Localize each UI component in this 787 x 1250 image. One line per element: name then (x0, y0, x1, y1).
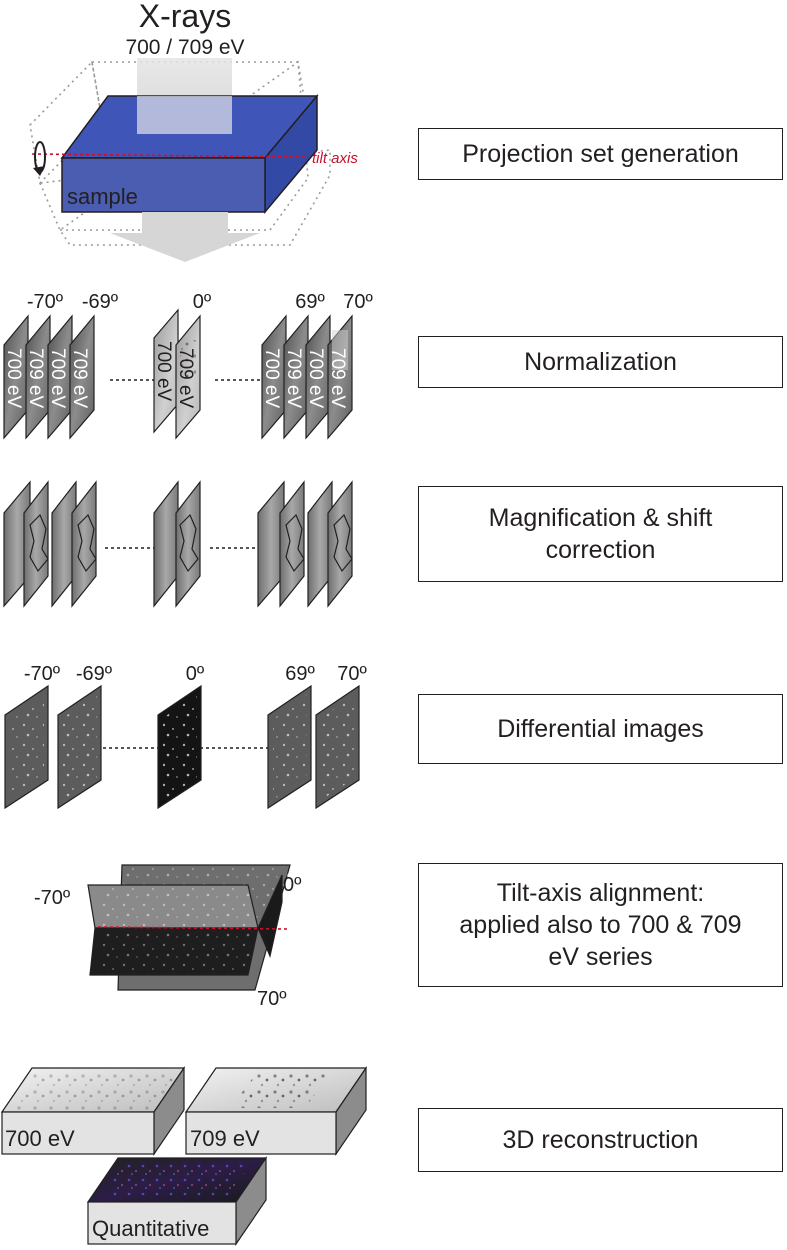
magnification-stack (3, 480, 353, 608)
plate-energy-label: 709 eV (283, 348, 304, 409)
differential-plate (315, 684, 360, 810)
aligned-plate (327, 480, 353, 608)
angle-label: -70º (27, 291, 64, 313)
differential-plate (267, 684, 312, 810)
feature-outline (77, 513, 97, 573)
aligned-plate (23, 480, 49, 608)
tilt-axis-line (97, 926, 288, 930)
xrays-title: X-rays (139, 0, 231, 34)
volume-709-front (185, 1111, 337, 1155)
plate-energy-label: 700 eV (47, 348, 68, 409)
differential-plate (57, 684, 102, 810)
aligned-plate (153, 480, 179, 608)
tilt-angle-label: -70º (34, 887, 71, 909)
tilt-alignment: -70º 0º 70º (34, 864, 302, 1010)
plate-energy-label: 709 eV (327, 348, 348, 409)
differential-stack: -70º -69º 0º 69º 70º (4, 663, 367, 810)
step-box-tilt-alignment: Tilt-axis alignment: applied also to 700… (418, 863, 783, 987)
feature-outline (179, 513, 199, 573)
aligned-plate (175, 480, 201, 608)
plate-energy-label: 709 eV (69, 348, 90, 409)
plate-energy-label: 700 eV (305, 348, 326, 409)
plate-energy-label: 709 eV (25, 348, 46, 409)
step-box-reconstruction: 3D reconstruction (418, 1108, 783, 1172)
differential-plate (157, 684, 202, 810)
beam-overlay (137, 96, 232, 134)
tilt-angle-label: 70º (257, 988, 287, 1010)
projection-plate-left-1: 700 eV (3, 314, 29, 440)
aligned-plate (279, 480, 305, 608)
angle-label: 0º (193, 291, 212, 313)
projection-plate-center-2: 709 eV (175, 314, 201, 440)
step-box-normalization: Normalization (418, 336, 783, 388)
tilt-axis-label: tilt axis (312, 150, 358, 167)
volume-700-front (1, 1111, 155, 1155)
step-box-magnification: Magnification & shift correction (418, 486, 783, 582)
step-box-differential: Differential images (418, 694, 783, 764)
step-box-projection: Projection set generation (418, 128, 783, 180)
angle-label: 69º (295, 291, 325, 313)
projection-plate-right-3: 700 eV (305, 314, 331, 440)
feature-outline (333, 513, 353, 573)
projection-plate-center-1: 700 eV (153, 308, 179, 434)
plate-energy-label: 700 eV (3, 348, 24, 409)
sample-label: sample (67, 184, 138, 209)
sample-front-face (61, 157, 266, 213)
feature-outline (29, 513, 49, 573)
projection-plate-left-2: 709 eV (25, 314, 51, 440)
projection-plate-right-1: 700 eV (261, 314, 287, 440)
reconstruction-volumes: 700 eV 709 eV Quantitative (0, 1066, 368, 1246)
volume-label: 709 eV (190, 1126, 260, 1151)
rotation-arrow-icon (33, 141, 46, 176)
angle-label: -69º (76, 663, 113, 685)
projection-plate-left-3: 700 eV (47, 314, 73, 440)
projection-geometry: X-rays 700 / 709 eV sample tilt axis (29, 0, 358, 262)
aligned-plate (71, 480, 97, 608)
volume-label: 700 eV (5, 1126, 75, 1151)
projection-plate-right-4: 709 eV (327, 314, 353, 440)
differential-plate (4, 684, 49, 810)
feature-outline (285, 513, 305, 573)
plate-energy-label: 709 eV (175, 348, 196, 409)
tilt-plane-edge (257, 874, 283, 958)
angle-label: 69º (285, 663, 315, 685)
angle-label: 70º (343, 291, 373, 313)
volume-quant-front (87, 1201, 237, 1245)
angle-label: 0º (186, 663, 205, 685)
normalization-stack: -70º -69º 0º 69º 70º 700 eV 709 eV 700 e… (3, 291, 373, 440)
volume-label: Quantitative (92, 1216, 209, 1241)
projection-plate-left-4: 709 eV (69, 314, 95, 440)
beam-arrow (110, 212, 260, 262)
plate-energy-label: 700 eV (261, 348, 282, 409)
angle-label: -70º (24, 663, 61, 685)
tilt-angle-label: 0º (283, 874, 302, 896)
energy-label: 700 / 709 eV (125, 36, 244, 59)
angle-label: -69º (82, 291, 119, 313)
angle-label: 70º (337, 663, 367, 685)
plate-energy-label: 700 eV (153, 341, 174, 402)
projection-plate-right-2: 709 eV (283, 314, 309, 440)
